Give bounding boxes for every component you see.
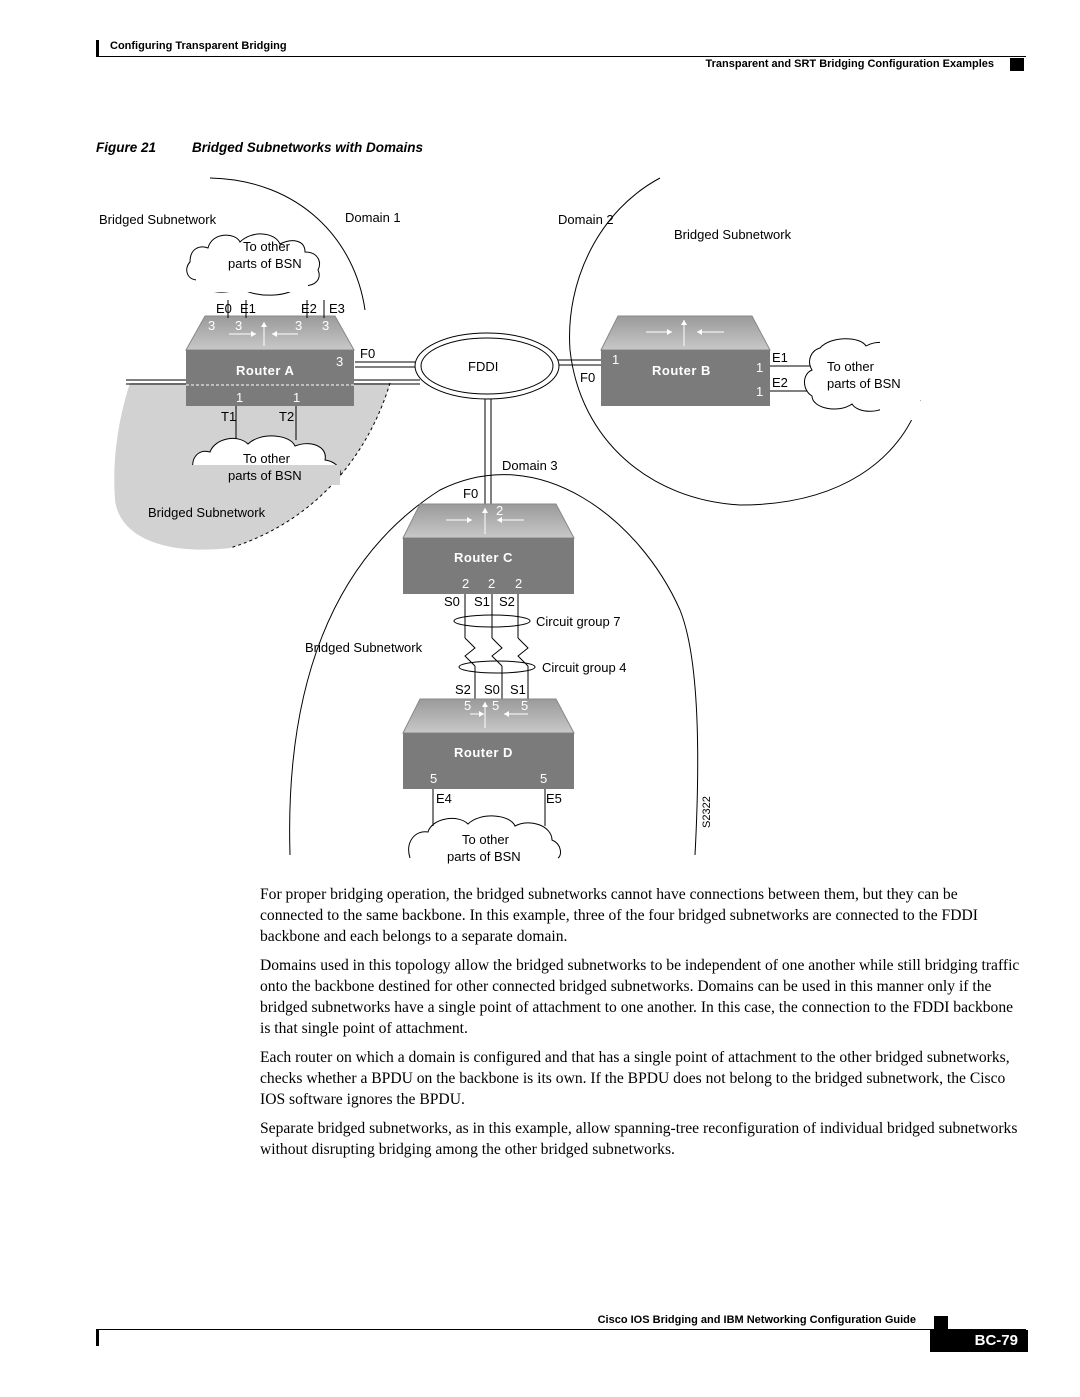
cloud-bsn-d: [408, 815, 561, 859]
router-a-label: Router A: [236, 363, 295, 378]
diagram-label: 5: [540, 771, 547, 786]
bsn-lower-label: Bridged Subnetwork: [148, 505, 266, 520]
diagram-label: 2: [496, 503, 503, 518]
domain3-label: Domain 3: [502, 458, 558, 473]
diagram-label: T1: [221, 409, 236, 424]
domain1-boundary-dashed: [229, 382, 391, 549]
domain1-label: Domain 1: [345, 210, 401, 225]
diagram-label: 2: [488, 576, 495, 591]
diagram-label: 1: [236, 390, 243, 405]
diagram-label: 1: [293, 390, 300, 405]
header-square: [1010, 58, 1024, 71]
circuit-group-4-oval: [458, 660, 536, 674]
diagram-label: S2: [455, 682, 471, 697]
figure-id: S2322: [701, 796, 713, 828]
cloud-a-top-line2: parts of BSN: [228, 256, 302, 271]
cloud-b-line2: parts of BSN: [827, 376, 901, 391]
diagram-label: S0: [444, 594, 460, 609]
diagram-label: E5: [546, 791, 562, 806]
footer-rule: [96, 1329, 1026, 1330]
bsn-c-label: Bridged Subnetwork: [305, 640, 423, 655]
cloud-a-bottom-line1: To other: [243, 451, 291, 466]
paragraph-2: Domains used in this topology allow the …: [260, 957, 1020, 1037]
diagram-label: S2: [499, 594, 515, 609]
diagram-label: 3: [235, 318, 242, 333]
router-c: Router C 2 2 2 2: [402, 503, 575, 594]
footer-guide-title: Cisco IOS Bridging and IBM Networking Co…: [597, 1314, 916, 1326]
figure-title: Bridged Subnetworks with Domains: [192, 140, 424, 155]
router-b-label: Router B: [652, 363, 711, 378]
header-chapter: Configuring Transparent Bridging: [110, 40, 287, 52]
cloud-a-top-line1: To other: [243, 239, 291, 254]
header-section: Transparent and SRT Bridging Configurati…: [705, 58, 994, 70]
cloud-a-bottom-line2: parts of BSN: [228, 468, 302, 483]
diagram-label: E4: [436, 791, 452, 806]
footer-square: [934, 1316, 948, 1329]
bsn-a-label: Bridged Subnetwork: [99, 212, 217, 227]
router-b: Router B 1 1 1: [600, 315, 771, 406]
diagram-label: 5: [521, 698, 528, 713]
circuit-group-7-label: Circuit group 7: [536, 614, 621, 629]
diagram-label: F0: [463, 486, 478, 501]
diagram-label: S1: [474, 594, 490, 609]
diagram-label: E0: [216, 301, 232, 316]
domain3-boundary: [289, 474, 699, 856]
footer-left-bar: [96, 1330, 99, 1346]
diagram-label: 5: [492, 698, 499, 713]
fddi-label: FDDI: [468, 359, 498, 374]
diagram-label: E3: [329, 301, 345, 316]
figure-number: Figure 21: [96, 140, 157, 155]
domain1-boundary: [209, 177, 366, 311]
diagram-label: 1: [756, 360, 763, 375]
diagram-label: 1: [612, 352, 619, 367]
diagram-label: 3: [208, 318, 215, 333]
diagram-label: S0: [484, 682, 500, 697]
diagram-label: 3: [322, 318, 329, 333]
header-left-bar: [96, 40, 99, 56]
cloud-d-line1: To other: [462, 832, 510, 847]
router-d: Router D 5 5 5 5 5: [402, 698, 575, 789]
diagram-label: F0: [360, 346, 375, 361]
diagram-label: E2: [301, 301, 317, 316]
diagram-label: 5: [464, 698, 471, 713]
diagram-label: 2: [462, 576, 469, 591]
bsn-b-label: Bridged Subnetwork: [674, 227, 792, 242]
fddi-ring-inner: [420, 337, 554, 395]
paragraph-3: Each router on which a domain is configu…: [260, 1049, 1010, 1108]
diagram-label: E1: [772, 350, 788, 365]
header-rule: [96, 56, 1026, 57]
diagram-label: 3: [295, 318, 302, 333]
cloud-b-line1: To other: [827, 359, 875, 374]
page-number: BC-79: [930, 1330, 1028, 1352]
domain2-label: Domain 2: [558, 212, 614, 227]
diagram-label: 5: [430, 771, 437, 786]
circuit-group-4-label: Circuit group 4: [542, 660, 627, 675]
circuit-group-7-oval: [453, 614, 531, 628]
router-d-label: Router D: [454, 745, 513, 760]
figure-caption: Figure 21 Bridged Subnetworks with Domain…: [96, 140, 423, 155]
router-a: Router A 3 3 3 3 3 1 1: [185, 315, 355, 406]
diagram-label: S1: [510, 682, 526, 697]
domain2-boundary: [569, 177, 921, 506]
diagram-label: 3: [336, 354, 343, 369]
diagram-label: 2: [515, 576, 522, 591]
diagram-label: 1: [756, 384, 763, 399]
network-diagram: FDDI Router A 3 3 3 3 3 1 1 E0 E1 E2 E3 …: [99, 177, 921, 864]
diagram-label: F0: [580, 370, 595, 385]
cloud-d-line2: parts of BSN: [447, 849, 521, 864]
paragraph-4: Separate bridged subnetworks, as in this…: [260, 1120, 1018, 1158]
diagram-label: E1: [240, 301, 256, 316]
router-c-label: Router C: [454, 550, 513, 565]
paragraph-1: For proper bridging operation, the bridg…: [260, 886, 978, 945]
body-text: For proper bridging operation, the bridg…: [260, 884, 1022, 1168]
diagram-label: T2: [279, 409, 294, 424]
diagram-label: E2: [772, 375, 788, 390]
